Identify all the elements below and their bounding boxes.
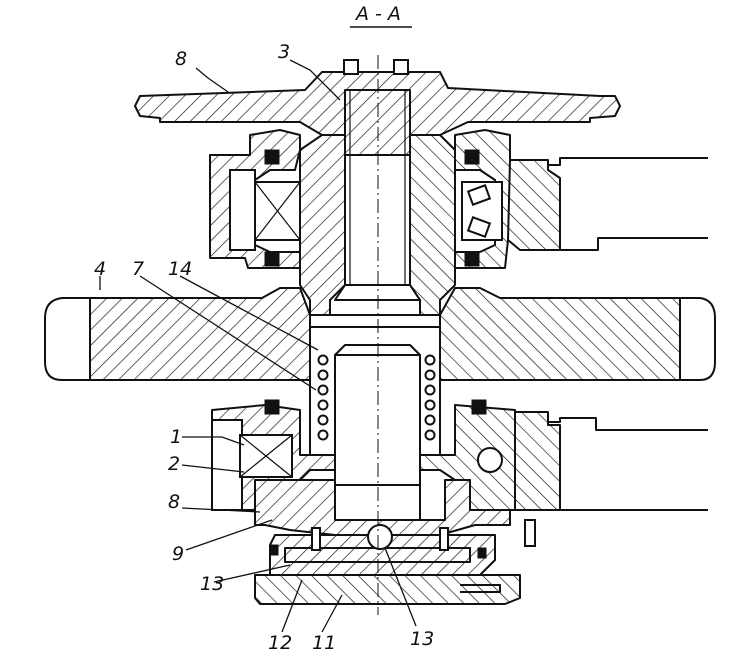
spring-left <box>317 354 329 441</box>
callout-4: 4 <box>94 258 106 280</box>
callout-12: 13 <box>200 573 224 595</box>
callout-11: 12 <box>268 632 292 654</box>
section-title: A - A <box>350 3 412 28</box>
housing-right-upper <box>507 157 708 251</box>
lower-bearing-housing-left <box>211 399 336 511</box>
callout-14: 14 <box>168 258 192 280</box>
callout-8: 8 <box>168 491 180 513</box>
upper-bearing-housing-left <box>209 129 301 269</box>
top-bolts <box>343 59 409 75</box>
spring-right <box>424 354 436 441</box>
callout-13: 13 <box>410 628 434 650</box>
lower-bearing-housing-right <box>419 399 516 511</box>
callout-2: 2 <box>168 453 180 475</box>
shaft-3 <box>299 89 456 316</box>
callout-7: 7 <box>132 258 144 280</box>
callout-9: 9 <box>172 543 184 565</box>
callout-labels: 8 3 4 7 14 1 2 8 9 13 12 11 13 <box>94 41 434 654</box>
section-title-text: A - A <box>354 3 401 25</box>
callout-1: 1 <box>170 426 182 448</box>
hub-cap-8 <box>254 479 511 536</box>
callout-6: 8 <box>175 48 187 70</box>
leader-lines <box>99 59 417 633</box>
upper-bearing-housing-right <box>454 129 511 269</box>
cover-assembly <box>254 519 536 605</box>
callout-10: 11 <box>312 632 336 654</box>
callout-3: 3 <box>278 41 290 63</box>
housing-right-lower <box>511 411 708 511</box>
gear-wheel-4 <box>44 287 716 381</box>
